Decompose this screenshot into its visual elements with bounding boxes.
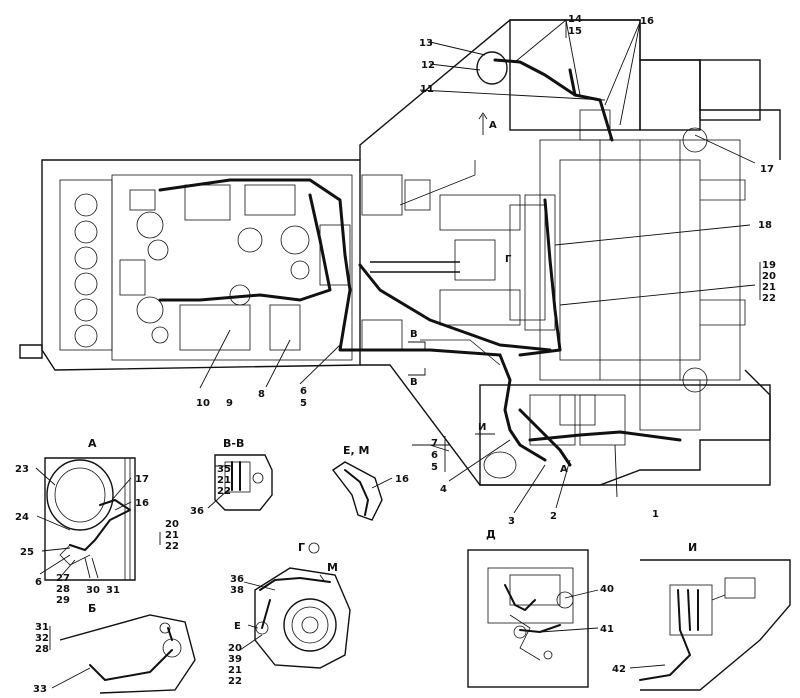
callout-22: 22: [762, 293, 776, 304]
callout-13: 13: [419, 38, 433, 49]
inset-A-label-23: 23: [15, 464, 29, 475]
inset-BB: В-В 35 21 22 36: [190, 437, 273, 517]
callout-1: 1: [652, 509, 659, 520]
inset-A-stack-20: 20: [165, 519, 179, 530]
inset-A-label-27: 27: [56, 573, 70, 584]
inset-A-label-25: 25: [20, 547, 34, 558]
inset-B-title: Б: [88, 602, 96, 615]
inset-D-title: Д: [486, 528, 496, 541]
inset-B-stack-31: 31: [35, 622, 49, 633]
vehicle-outline: [19, 19, 781, 486]
callout-16: 16: [640, 16, 654, 27]
inset-B: Б 31 32 28 33: [33, 602, 196, 695]
callout-2: 2: [550, 511, 557, 522]
inset-GM-stack-39: 39: [228, 654, 242, 665]
callout-4: 4: [440, 484, 447, 495]
inset-A-stack-22: 22: [165, 541, 179, 552]
inset-GM-stack-22: 22: [228, 676, 242, 687]
inset-GM-label-M: М: [327, 561, 338, 574]
main-callouts: 1 2 3 4 7 6 5 6 5 8 9 10 11 12 13 14 15 …: [196, 14, 776, 527]
inset-A-label-31: 31: [106, 585, 120, 596]
callout-20: 20: [762, 271, 776, 282]
inset-D-label-41: 41: [600, 624, 614, 635]
inset-BB-stack-21: 21: [217, 475, 231, 486]
inset-A-stack-21: 21: [165, 530, 179, 541]
callout-21: 21: [762, 282, 776, 293]
inset-GM-label-E: Е: [234, 621, 241, 632]
callout-19: 19: [762, 260, 776, 271]
inset-A-label-17: 17: [135, 474, 149, 485]
inset-I-label-42: 42: [612, 664, 626, 675]
section-letter-A: A: [560, 464, 568, 475]
inset-GM-stack-21: 21: [228, 665, 242, 676]
inset-A-label-6: 6: [35, 577, 42, 588]
inset-GM-stack-38: 38: [230, 585, 244, 596]
callout-18: 18: [758, 220, 772, 231]
view-arrow-A: A: [489, 120, 497, 131]
callout-9: 9: [226, 398, 233, 409]
inset-GM-stack-36: 36: [230, 574, 244, 585]
callout-17: 17: [760, 164, 774, 175]
callout-3: 3: [508, 516, 515, 527]
callout-5b: 5: [431, 462, 438, 473]
inset-BB-title: В-В: [223, 437, 244, 450]
inset-I-title: И: [688, 541, 697, 554]
inset-A-label-29: 29: [56, 595, 70, 606]
wiring-harness: [158, 58, 682, 467]
inset-BB-stack-22: 22: [217, 486, 231, 497]
inset-EM-label-16: 16: [395, 474, 409, 485]
inset-A-label-28: 28: [56, 584, 70, 595]
inset-GM: Г М 36 38 Е 20 39 21 22: [228, 541, 351, 687]
inset-GM-stack-20: 20: [228, 643, 242, 654]
inset-A-label-30: 30: [86, 585, 100, 596]
callout-12: 12: [421, 60, 435, 71]
inset-B-stack-32: 32: [35, 633, 49, 644]
section-letter-G: Г: [505, 254, 512, 265]
section-letter-I: И: [478, 422, 486, 433]
inset-GM-label-G: Г: [298, 541, 305, 554]
inset-A-title: А: [88, 437, 97, 450]
callout-11: 11: [420, 84, 434, 95]
inset-EM: Е, М 16: [331, 444, 409, 521]
section-letter-B1: В: [410, 329, 418, 340]
callout-7: 7: [431, 438, 438, 449]
inset-A-label-24: 24: [15, 512, 29, 523]
leader-lines: [199, 19, 761, 514]
inset-A-label-16: 16: [135, 498, 149, 509]
callout-14: 14: [568, 14, 582, 25]
callout-15: 15: [568, 26, 582, 37]
inset-BB-label-36: 36: [190, 506, 204, 517]
inset-B-stack-28: 28: [35, 644, 49, 655]
callout-5a: 5: [300, 398, 307, 409]
callout-6b: 6: [431, 450, 438, 461]
inset-D: Д 40 41: [467, 528, 614, 688]
section-letter-B2: В: [410, 377, 418, 388]
inset-BB-stack-35: 35: [217, 464, 231, 475]
callout-6a: 6: [300, 386, 307, 397]
callout-8: 8: [258, 389, 265, 400]
inset-B-label-33: 33: [33, 684, 47, 695]
callout-10: 10: [196, 398, 210, 409]
inset-I: И 42: [612, 541, 791, 691]
inset-EM-title: Е, М: [343, 444, 369, 457]
inset-A: А 23 17 16 24 25 6 27 28 29 30 31 20 21 …: [15, 437, 179, 606]
inset-D-label-40: 40: [600, 584, 614, 595]
